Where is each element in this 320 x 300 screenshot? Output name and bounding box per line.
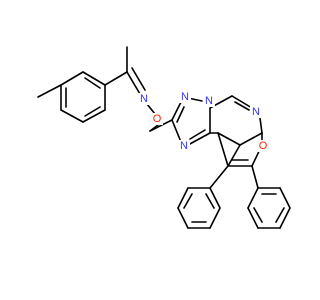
molecule-structure-diagram: N O N N N N O — [37, 46, 291, 229]
atom-labels: N O N N N N O — [138, 91, 269, 152]
atom-label-furan-oxygen: O — [259, 140, 268, 152]
atom-triazole-nitrogen-bottom: N — [178, 140, 190, 152]
atom-label-oxime-nitrogen: N — [140, 93, 148, 105]
atom-ether-oxygen: O — [151, 113, 163, 125]
atom-label-bridgehead-nitrogen: N — [205, 95, 213, 107]
atom-label-triazole-nitrogen-top: N — [181, 91, 189, 103]
atom-label-triazole-nitrogen-bottom: N — [180, 140, 188, 152]
atom-label-ether-oxygen: O — [153, 113, 162, 125]
atom-furan-oxygen: O — [257, 140, 269, 152]
atom-triazole-nitrogen-top: N — [179, 91, 191, 103]
atom-bridgehead-nitrogen: N — [203, 95, 215, 107]
atom-label-pyrimidine-nitrogen: N — [252, 106, 260, 118]
atom-oxime-nitrogen: N — [138, 93, 150, 105]
bond-lines — [37, 46, 291, 229]
atom-pyrimidine-nitrogen: N — [250, 106, 262, 118]
